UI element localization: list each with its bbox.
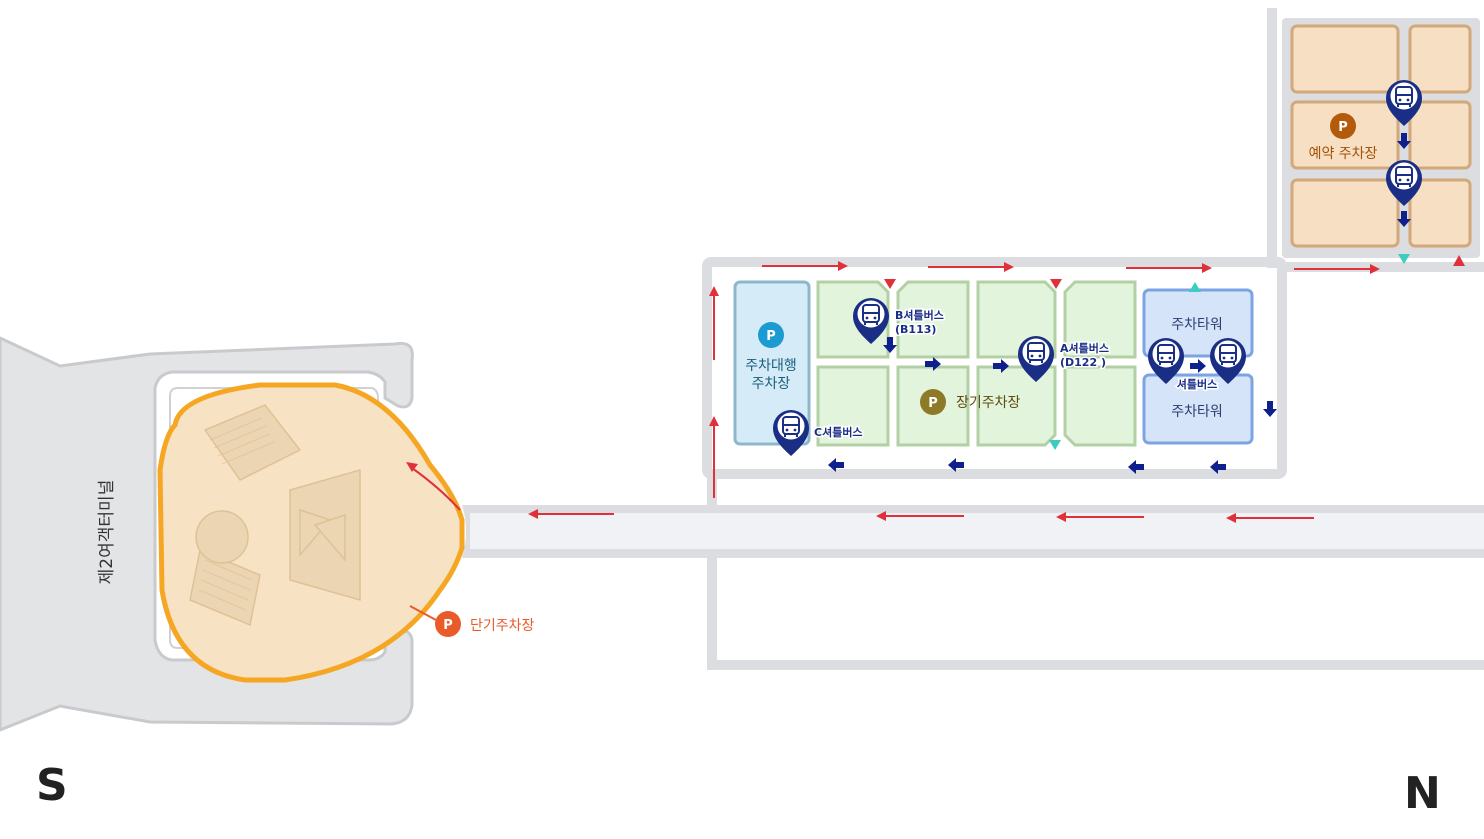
reserved-label: 예약 주차장: [1309, 146, 1378, 162]
shuttle-c-name: C셔틀버스: [814, 425, 863, 439]
long-term-parking-icon: P: [928, 396, 938, 411]
shuttle-bus-pin-icon: [772, 409, 810, 457]
shuttle-stop-tower[interactable]: 셔틀버스: [1147, 337, 1247, 393]
shuttle-b-name: B셔틀버스: [895, 308, 944, 322]
shuttle-stop-a[interactable]: A셔틀버스 (D122 ): [1017, 335, 1111, 383]
valet-parking-lot[interactable]: P 주차대행 주차장: [733, 280, 811, 446]
valet-label-line2: 주차장: [752, 376, 791, 392]
long-term-parking-lot[interactable]: P 장기주차장: [816, 280, 1137, 447]
valet-parking-icon: P: [766, 329, 776, 344]
short-term-parking-area: [157, 382, 465, 683]
short-term-parking-icon: P: [443, 618, 453, 633]
shuttle-stop-c[interactable]: C셔틀버스: [772, 409, 864, 457]
tower-top-label: 주차타워: [1171, 317, 1223, 333]
shuttle-tower-name: 셔틀버스: [1177, 377, 1217, 391]
short-term-label: 단기주차장: [470, 618, 535, 634]
shuttle-a-code: (D122 ): [1060, 356, 1106, 369]
reserved-parking-lot[interactable]: P 예약 주차장: [1290, 24, 1472, 248]
shuttle-stop-b[interactable]: B셔틀버스 (B113): [852, 297, 945, 345]
traffic-flow-arrows: [406, 261, 1380, 523]
compass-north: N: [1404, 768, 1441, 819]
long-term-label: 장기주차장: [956, 395, 1021, 411]
terminal-label: 제2여객터미널: [97, 480, 117, 585]
shuttle-b-code: (B113): [895, 323, 936, 336]
entry-markers: [884, 254, 1465, 450]
valet-label-line1: 주차대행: [745, 358, 797, 374]
reserved-parking-icon: P: [1338, 120, 1348, 135]
compass-south: S: [36, 760, 68, 811]
tower-bottom-label: 주차타워: [1171, 404, 1223, 420]
short-term-callout[interactable]: P 단기주차장: [409, 605, 535, 637]
shuttle-a-name: A셔틀버스: [1060, 341, 1109, 355]
parking-tower-bottom[interactable]: 주차타워: [1142, 373, 1254, 445]
